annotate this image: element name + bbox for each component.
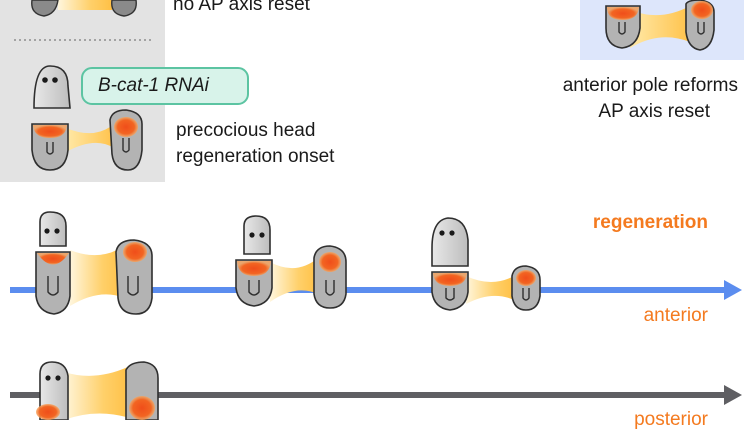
regeneration-diagram [0,0,744,420]
label-posterior: posterior [634,409,708,430]
anterior-axis-arrow [10,280,742,300]
stage-2-worm [235,215,347,309]
label-anterior-pole-reforms: anterior pole reforms [562,75,738,96]
worm-fragment-top-right [605,0,715,51]
label-regeneration-onset: regeneration onset [176,146,335,167]
posterior-axis-arrow [10,385,742,405]
label-no-ap-axis-reset: no AP axis reset [173,0,310,15]
label-regeneration: regeneration [592,212,708,233]
rnai-badge [81,67,249,105]
stage-3-worm [431,217,541,311]
stage-1-worm [35,211,153,315]
worm-fragment-top-left [31,0,137,17]
posterior-stage-worm [36,361,159,420]
label-ap-axis-reset: AP axis reset [598,101,710,122]
planarian-trunk-fragment-icon [31,109,143,171]
label-anterior: anterior [643,305,708,326]
label-rnai-badge: B-cat-1 RNAi [98,75,209,96]
planarian-head-fragment-icon [33,65,71,109]
label-precocious-head: precocious head [176,120,316,141]
